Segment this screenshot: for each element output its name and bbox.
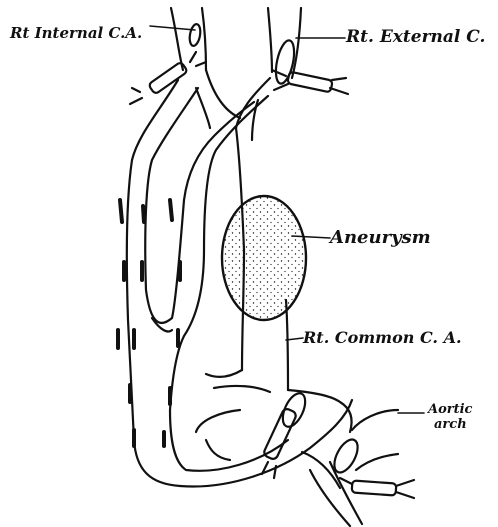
aneurysm xyxy=(222,196,306,320)
label-external-carotid: Rt. External C. xyxy=(346,29,485,46)
aortic-arch xyxy=(196,386,398,488)
label-arch: arch xyxy=(434,418,467,431)
label-aneurysm: Aneurysm xyxy=(330,229,431,247)
clamp-aortic xyxy=(262,390,310,478)
label-aortic: Aortic xyxy=(428,403,472,416)
label-common-carotid: Rt. Common C. A. xyxy=(303,330,462,346)
internal-carotid-artery xyxy=(171,8,206,70)
label-internal-carotid: Rt Internal C.A. xyxy=(10,26,142,41)
